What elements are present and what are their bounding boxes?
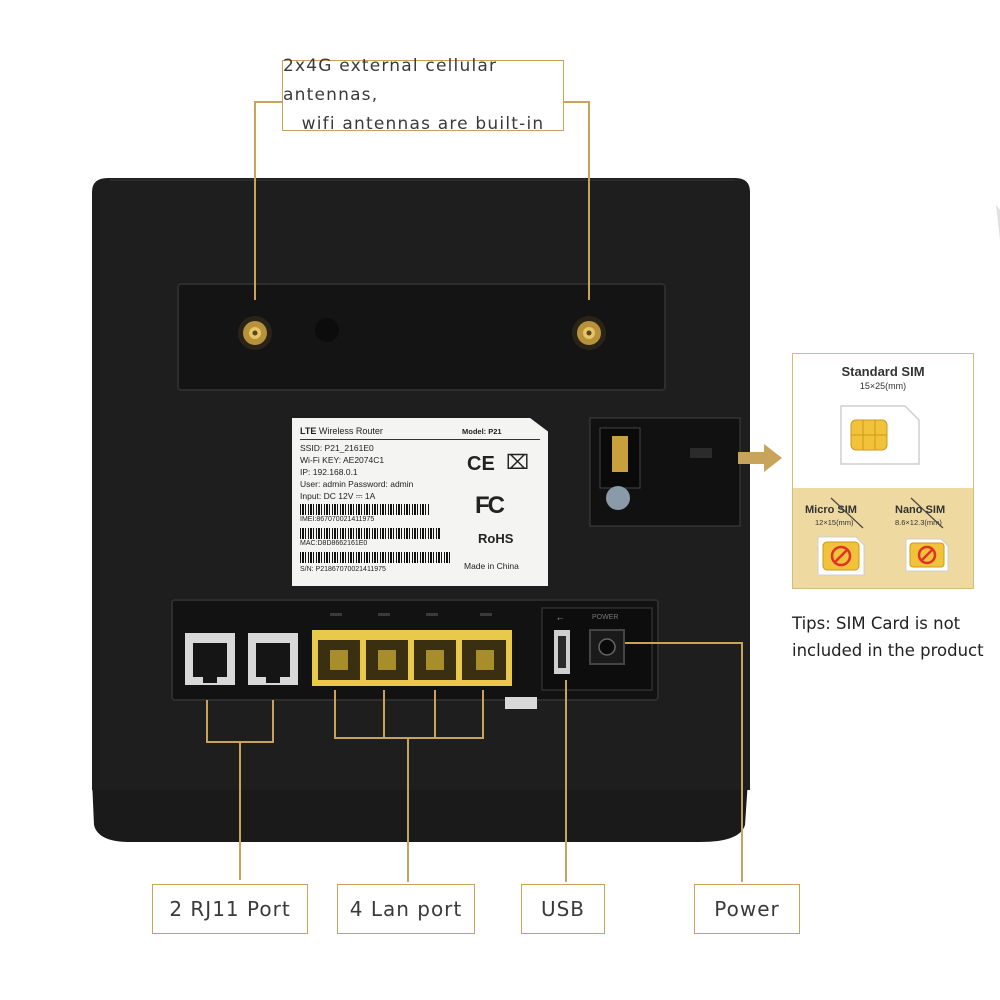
micro-sim-size: 12×15(mm)	[815, 518, 854, 527]
standard-sim-card-icon	[840, 405, 920, 465]
leader-lan	[334, 690, 484, 882]
micro-sim-card-icon	[817, 536, 865, 576]
barcode-sn	[300, 552, 450, 563]
tips-line2: included in the product	[792, 641, 984, 660]
label-brand: LTE Wireless Router	[300, 426, 383, 436]
label-mac: MAC:D8D8662161E0	[300, 540, 368, 547]
label-imei: IMEI:867070021411975	[300, 516, 375, 523]
barcode-mac	[300, 528, 440, 539]
rj11-port-1	[185, 633, 235, 685]
label-wifi-key: Wi-Fi KEY: AE2074C1	[300, 455, 385, 465]
weee-icon: ⌧	[506, 452, 530, 474]
label-ssid: SSID: P21_2161E0	[300, 443, 374, 453]
rj11-port-2	[248, 633, 298, 685]
lan-ports	[312, 630, 512, 686]
label-user: User: admin Password: admin	[300, 479, 414, 489]
fcc-mark: FC	[475, 492, 505, 519]
antenna-recess	[177, 283, 666, 391]
router-stand	[92, 780, 748, 842]
label-brand-lte: LTE	[300, 426, 317, 436]
power-label: POWER	[592, 614, 619, 621]
made-in-china: Made in China	[464, 561, 519, 571]
antenna-callout-line1: 2x4G external cellular antennas,	[283, 56, 498, 105]
antenna-connector-right	[572, 316, 606, 350]
micro-sim-title: Micro SIM	[805, 504, 857, 516]
arrow-to-sim	[738, 444, 782, 472]
lan-callout: 4 Lan port	[337, 884, 475, 934]
label-sn: S/N: P21867070021411975	[300, 566, 386, 573]
leader-antenna-right	[564, 101, 590, 300]
nano-sim-size: 8.6×12.3(mm)	[895, 518, 942, 527]
device-label: LTE Wireless Router Model: P21 SSID: P21…	[292, 418, 548, 586]
ce-mark: CE	[467, 453, 495, 475]
nano-sim-card-icon	[905, 538, 949, 572]
antenna-connector-left	[238, 316, 272, 350]
standard-sim-title: Standard SIM	[841, 364, 925, 379]
label-model: Model: P21	[462, 427, 502, 436]
power-callout: Power	[694, 884, 800, 934]
label-product: Wireless Router	[318, 426, 383, 436]
label-ip: IP: 192.168.0.1	[300, 467, 358, 477]
usb-callout: USB	[521, 884, 605, 934]
leader-power	[625, 642, 743, 882]
nano-sim-title: Nano SIM	[895, 504, 946, 516]
antenna-callout: 2x4G external cellular antennas, wifi an…	[282, 56, 564, 134]
tips-line1: Tips: SIM Card is not	[792, 614, 961, 633]
rohs-mark: RoHS	[478, 531, 514, 546]
label-input: Input: DC 12V ⎓ 1A	[300, 491, 376, 501]
sim-strike-lines	[830, 497, 944, 529]
usb-symbol: ⭠	[557, 614, 564, 623]
antenna-callout-line2: wifi antennas are built-in	[301, 114, 545, 134]
standard-sim-size: 15×25(mm)	[859, 381, 907, 391]
barcode-imei	[300, 504, 430, 515]
sim-tips: Tips: SIM Card is not included in the pr…	[792, 610, 984, 664]
leader-antenna-left	[254, 101, 282, 300]
leader-rj11	[206, 700, 274, 880]
rj11-callout: 2 RJ11 Port	[152, 884, 308, 934]
sim-size-panel: Standard SIM 15×25(mm) Micro SIM 12×15(m…	[792, 353, 974, 589]
